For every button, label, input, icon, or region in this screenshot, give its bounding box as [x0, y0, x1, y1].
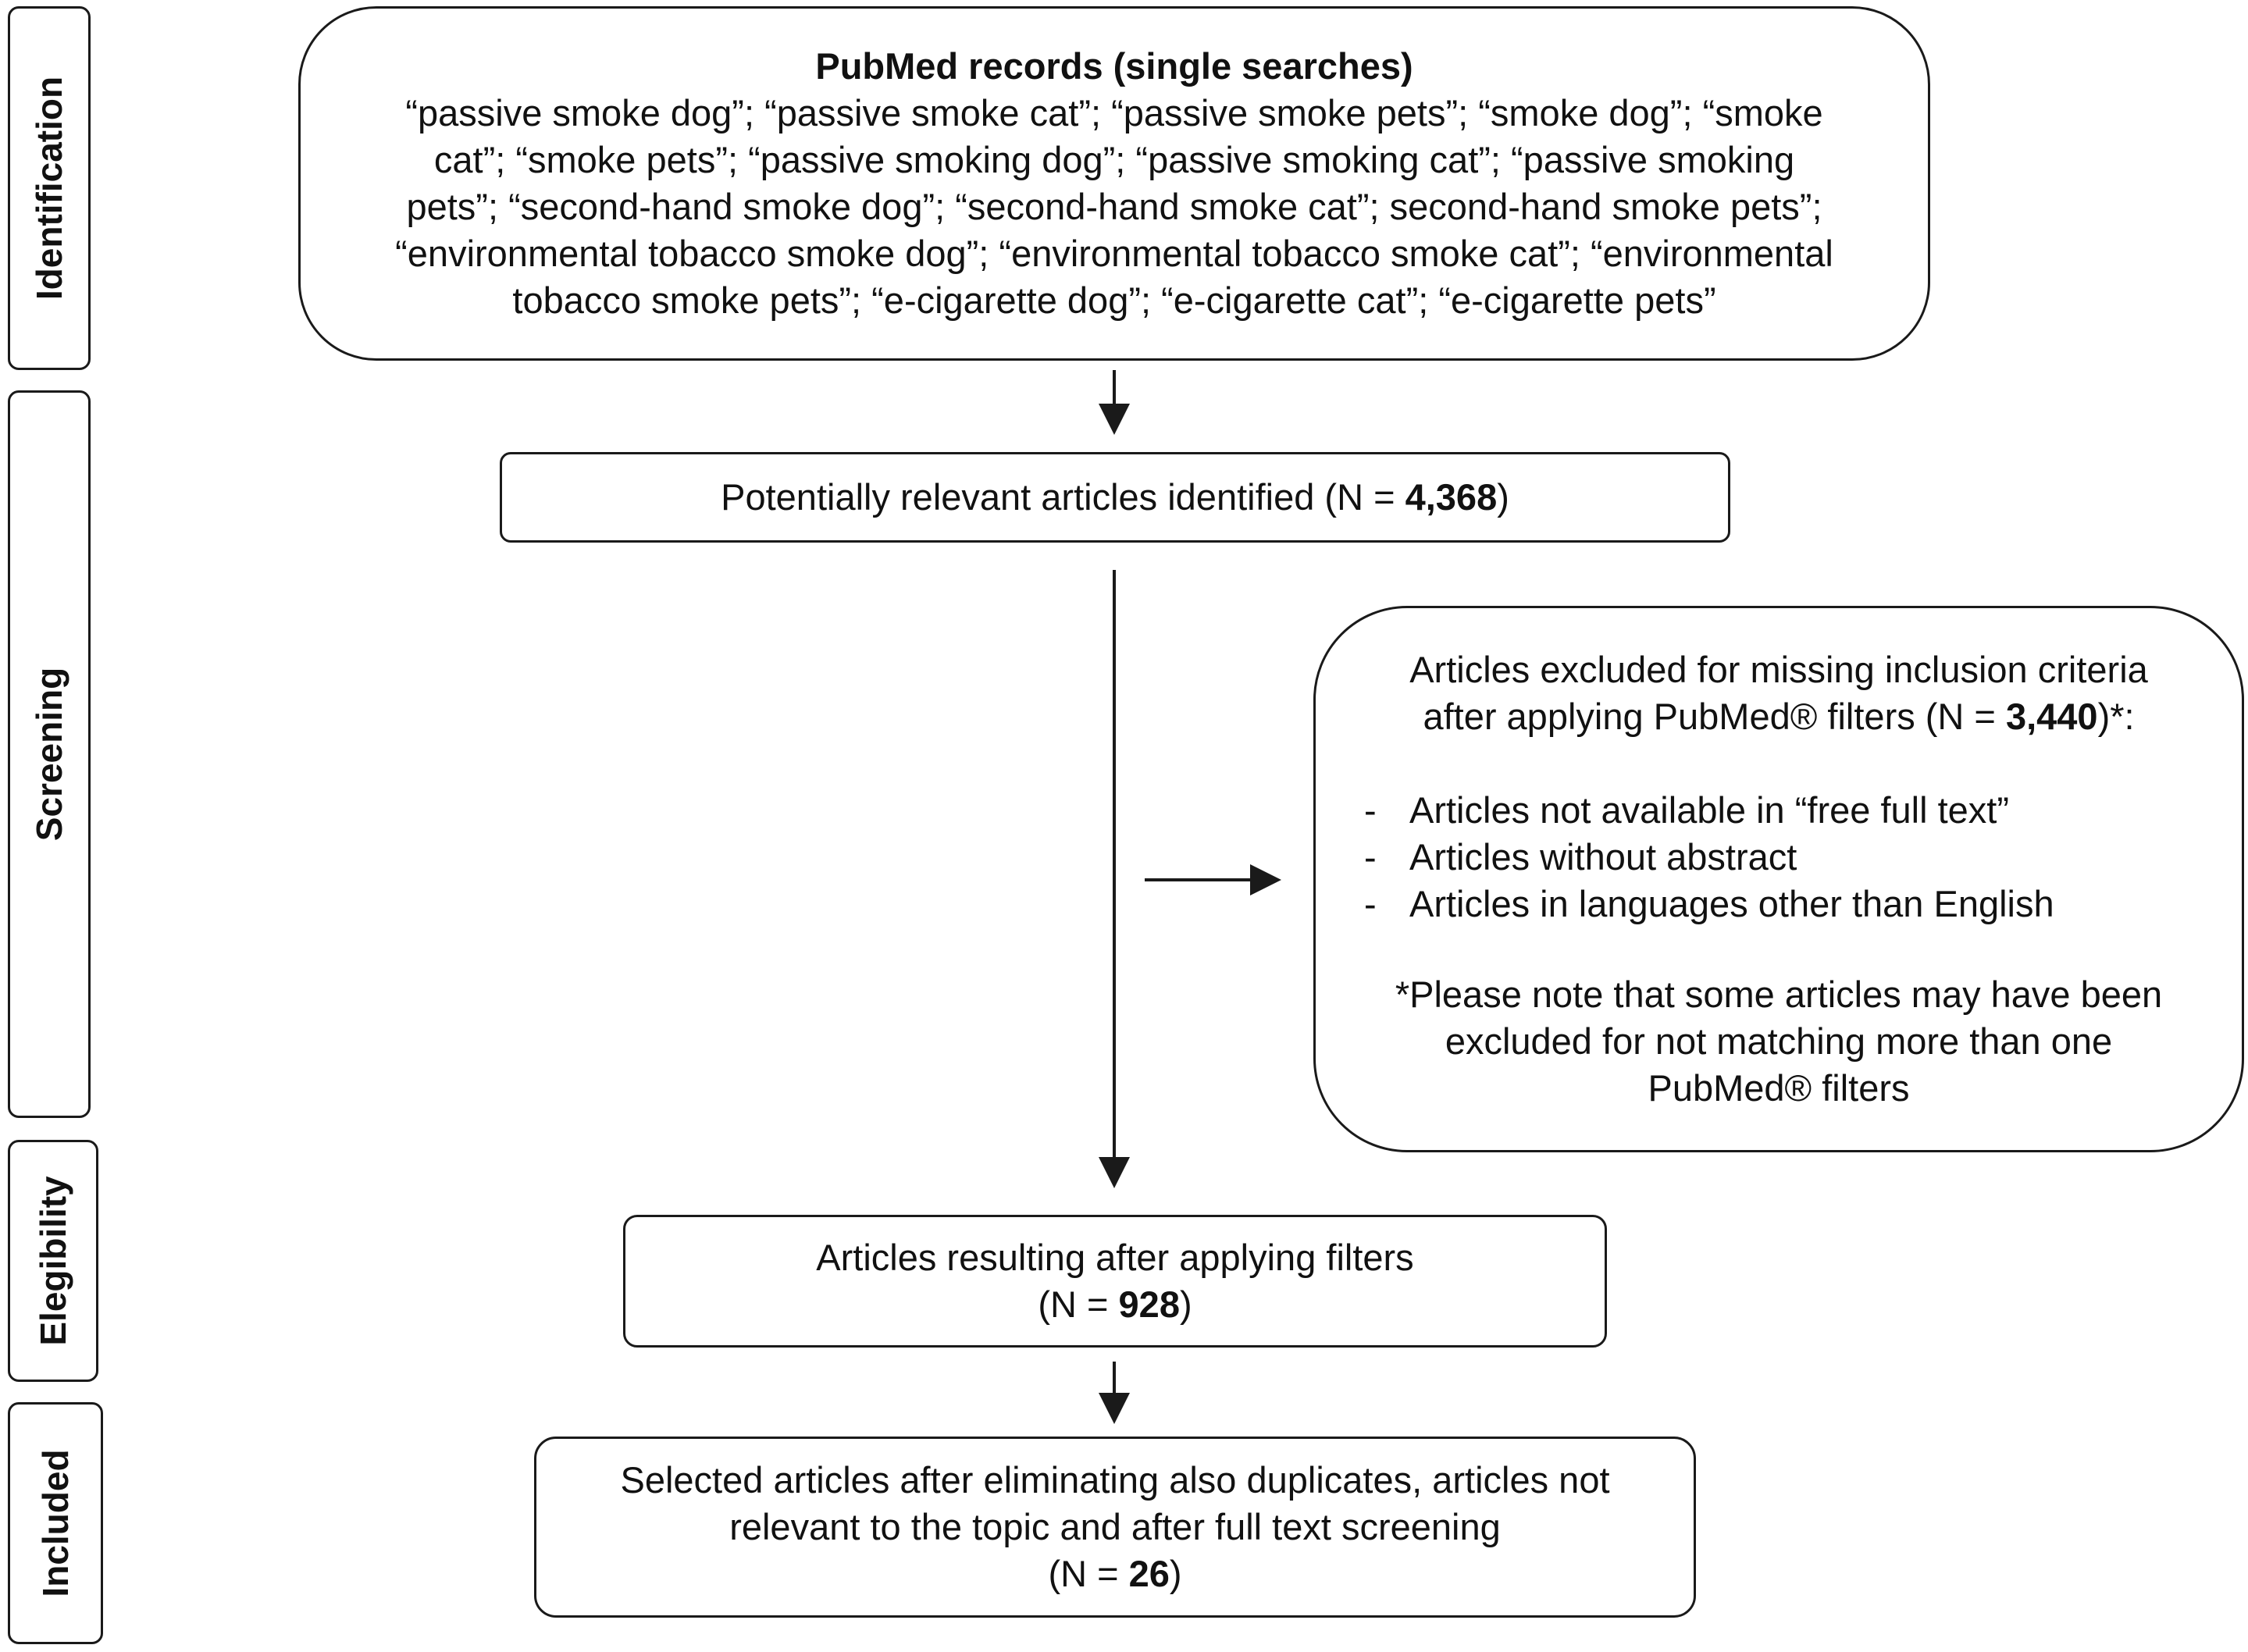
excluded-articles-box: Articles excluded for missing inclusion …: [1313, 606, 2244, 1152]
search-box-title: PubMed records (single searches): [815, 45, 1413, 87]
filtered-prefix: (N =: [1038, 1284, 1119, 1325]
filtered-articles-text: Articles resulting after applying filter…: [816, 1237, 1414, 1278]
exclusion-criterion-text: Articles not available in “free full tex…: [1409, 789, 2009, 831]
search-terms-line-4: “environmental tobacco smoke dog”; “envi…: [395, 233, 1833, 274]
search-terms-line-2: cat”; “smoke pets”; “passive smoking dog…: [433, 139, 1795, 180]
selected-text-line-1: Selected articles after eliminating also…: [620, 1459, 1610, 1501]
search-terms-line-3: pets”; “second-hand smoke dog”; “second-…: [406, 186, 1822, 227]
selected-text-line-2: relevant to the topic and after full tex…: [729, 1506, 1501, 1547]
search-terms-line-5: tobacco smoke pets”; “e-cigarette dog”; …: [512, 279, 1716, 321]
list-dash: -: [1364, 836, 1377, 878]
identified-articles-text: Potentially relevant articles identified…: [502, 474, 1728, 521]
identified-prefix: Potentially relevant articles identified…: [721, 476, 1405, 518]
excluded-heading-line-2: after applying PubMed® filters (N = 3,44…: [1316, 693, 2242, 740]
search-records-box: PubMed records (single searches) “passiv…: [298, 6, 1930, 361]
exclusion-note-line-3: PubMed® filters: [1648, 1067, 1910, 1109]
excluded-count: 3,440: [2005, 696, 2098, 737]
selected-suffix: ): [1169, 1553, 1182, 1594]
exclusion-criterion-text: Articles without abstract: [1409, 836, 1797, 878]
exclusion-criterion: -Articles in languages other than Englis…: [1316, 881, 2242, 927]
excluded-suffix: )*:: [2097, 696, 2135, 737]
identified-suffix: ): [1497, 476, 1509, 518]
identified-articles-box: Potentially relevant articles identified…: [500, 452, 1730, 543]
list-dash: -: [1364, 883, 1377, 924]
filtered-articles-box: Articles resulting after applying filter…: [623, 1215, 1607, 1348]
exclusion-note-line-2: excluded for not matching more than one: [1445, 1020, 2113, 1062]
phase-identification: Identification: [8, 6, 91, 370]
exclusion-criterion: -Articles not available in “free full te…: [1316, 787, 2242, 834]
identified-count: 4,368: [1405, 476, 1498, 518]
exclusion-note-line-1: *Please note that some articles may have…: [1395, 974, 2163, 1015]
exclusion-criterion-text: Articles in languages other than English: [1409, 883, 2054, 924]
filtered-suffix: ): [1179, 1284, 1192, 1325]
phase-included: Included: [8, 1402, 103, 1644]
filtered-count-line: (N = 928): [625, 1281, 1605, 1328]
selected-prefix: (N =: [1048, 1553, 1129, 1594]
exclusion-criterion: -Articles without abstract: [1316, 834, 2242, 881]
filtered-count: 928: [1118, 1284, 1180, 1325]
selected-count: 26: [1128, 1553, 1170, 1594]
phase-screening: Screening: [8, 390, 91, 1118]
search-terms-line-1: “passive smoke dog”; “passive smoke cat”…: [405, 92, 1823, 134]
excluded-heading-line-1: Articles excluded for missing inclusion …: [1409, 649, 2148, 690]
exclusion-criteria-list: -Articles not available in “free full te…: [1316, 787, 2242, 927]
phase-elegibility: Elegibility: [8, 1140, 98, 1382]
selected-count-line: (N = 26): [536, 1551, 1694, 1597]
selected-articles-box: Selected articles after eliminating also…: [534, 1437, 1696, 1618]
list-dash: -: [1364, 789, 1377, 831]
excluded-prefix: after applying PubMed® filters (N =: [1423, 696, 2006, 737]
